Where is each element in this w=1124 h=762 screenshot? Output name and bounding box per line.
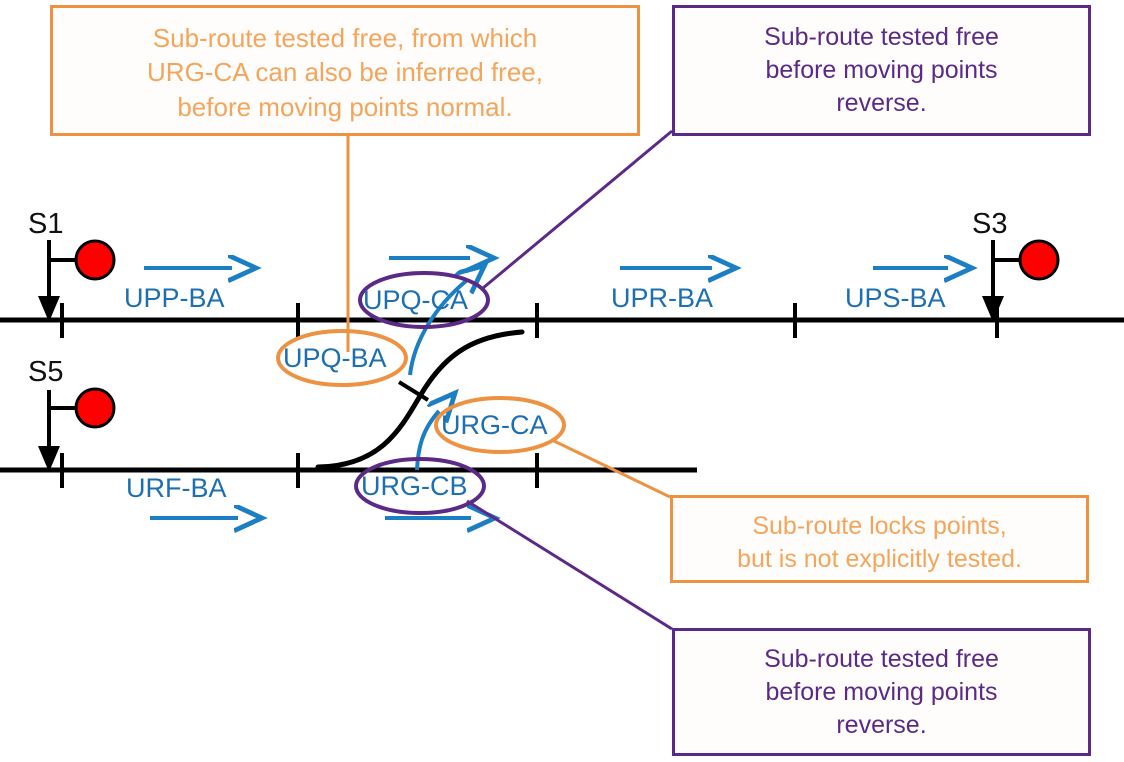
callout-line: before moving points [765, 678, 998, 706]
ellipse-urg-cb [354, 457, 486, 515]
callout-orange-top: Sub-route tested free, from which URG-CA… [50, 5, 640, 136]
signal-s5 [38, 387, 116, 472]
signal-s3 [982, 239, 1060, 322]
crossover-tick [397, 380, 430, 402]
callout-line: Sub-route tested free [764, 645, 999, 673]
callout-line: reverse. [836, 711, 927, 739]
leader-orange-mid [551, 438, 671, 499]
lower-track-ticks [60, 453, 539, 488]
signal-s5-red-lamp [74, 387, 116, 429]
ellipse-upq-ca [358, 271, 490, 329]
ellipse-urg-ca [434, 396, 566, 454]
signal-s1 [38, 239, 116, 322]
signal-label-s1: S1 [28, 208, 64, 240]
subroute-label-ups-ba: UPS-BA [845, 283, 946, 313]
callout-line: before moving points normal. [177, 91, 513, 122]
callout-line: reverse. [836, 89, 927, 117]
leader-purple-top [482, 129, 673, 290]
signal-s1-red-lamp [74, 239, 116, 281]
callout-line: Sub-route tested free [764, 23, 999, 51]
signal-s3-red-lamp [1018, 239, 1060, 281]
callout-purple-bottom: Sub-route tested free before moving poin… [672, 628, 1091, 756]
callout-purple-top: Sub-route tested free before moving poin… [672, 5, 1091, 136]
subroute-label-upq-ca: UPQ-CA [363, 285, 469, 315]
callout-line: URG-CA can also be inferred free, [147, 57, 543, 88]
ellipse-upq-ba [276, 329, 408, 387]
signal-label-s5: S5 [28, 356, 64, 388]
callout-line: Sub-route locks points, [752, 512, 1007, 540]
subroute-label-upr-ba: UPR-BA [611, 283, 714, 313]
callout-line: but is not explicitly tested. [737, 545, 1022, 573]
callout-line: before moving points [765, 56, 998, 84]
subroute-label-upq-ba: UPQ-BA [283, 343, 387, 373]
leader-purple-bottom [466, 499, 673, 631]
signal-label-s3: S3 [972, 208, 1008, 240]
arrow-urg-ca-curved [415, 411, 439, 471]
subroute-label-upp-ba: UPP-BA [124, 283, 225, 313]
callout-line: Sub-route tested free, from which [152, 23, 538, 53]
callout-orange-mid: Sub-route locks points, but is not expli… [670, 495, 1089, 583]
subroute-label-urg-ca: URG-CA [441, 410, 548, 440]
arrow-upq-ba-curved [408, 281, 466, 376]
subroute-label-urg-cb: URG-CB [361, 471, 468, 501]
subroute-label-urf-ba: URF-BA [126, 473, 227, 503]
